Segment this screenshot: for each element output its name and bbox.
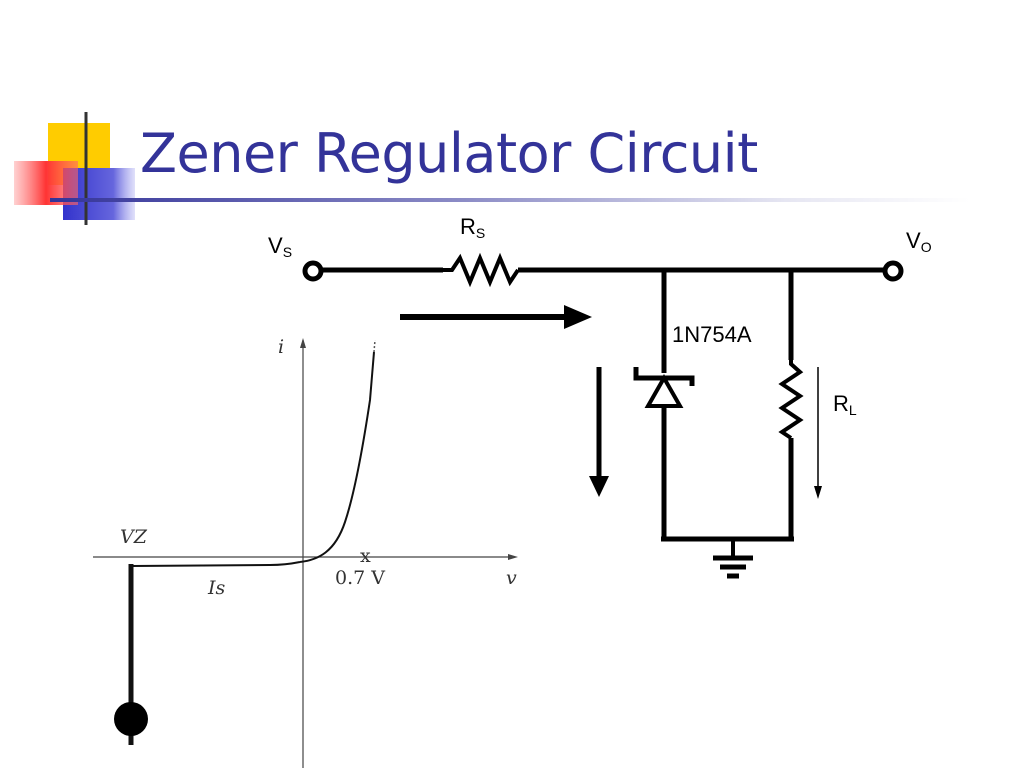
graph-h-axis-arrow (508, 554, 518, 560)
graph-forward-curve (299, 351, 375, 563)
label-vo: VO (906, 228, 932, 255)
graph-leakage-line (131, 561, 301, 567)
resistor-rs (443, 252, 520, 288)
label-vs: VS (268, 233, 293, 260)
graph-v-label: v (506, 567, 517, 589)
label-rl: RL (833, 391, 857, 418)
label-rs: RS (460, 214, 486, 241)
terminal-vs (302, 260, 324, 282)
zener-diode-triangle (644, 373, 684, 408)
graph-is-label: Is (207, 577, 226, 599)
resistor-rl (778, 360, 804, 440)
slide-title: Zener Regulator Circuit (140, 122, 758, 185)
slide-decoration (14, 112, 135, 225)
title-underline (50, 198, 970, 202)
deco-red-square (14, 161, 78, 205)
graph-breakdown-dot (114, 702, 148, 736)
load-current-arrow-head (814, 486, 822, 499)
terminal-vo (882, 260, 904, 282)
zener-current-arrow-head (589, 476, 609, 497)
graph-forward-voltage: 0.7 V (335, 567, 385, 589)
graph-knee-marker: x (360, 545, 371, 567)
graph-forward-curve-dots (373, 339, 376, 353)
graph-v-axis-arrow (300, 338, 306, 348)
graph-i-label: i (278, 336, 284, 358)
graph-vz-label: VZ (120, 526, 148, 548)
current-arrow-head (564, 305, 592, 329)
label-diode-part: 1N754A (672, 322, 752, 347)
